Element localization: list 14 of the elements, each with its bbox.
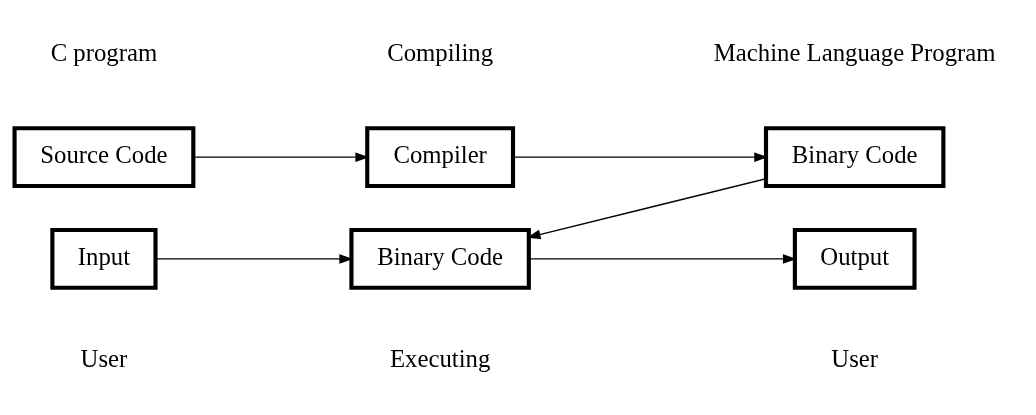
node-box: Input bbox=[49, 227, 158, 290]
arrow bbox=[192, 151, 369, 162]
label: Machine Language Program bbox=[713, 38, 996, 66]
node-box: Compiler bbox=[364, 125, 515, 188]
node-box: Source Code bbox=[12, 125, 195, 188]
node-box: Binary Code bbox=[763, 125, 945, 188]
label: Compiling bbox=[386, 38, 493, 66]
node-box: Output bbox=[792, 227, 917, 290]
label: C program bbox=[50, 38, 157, 66]
label: Executing bbox=[389, 344, 490, 372]
label: User bbox=[80, 344, 127, 372]
node-box: Binary Code bbox=[348, 227, 531, 290]
arrow bbox=[154, 253, 353, 264]
label: User bbox=[830, 344, 878, 372]
